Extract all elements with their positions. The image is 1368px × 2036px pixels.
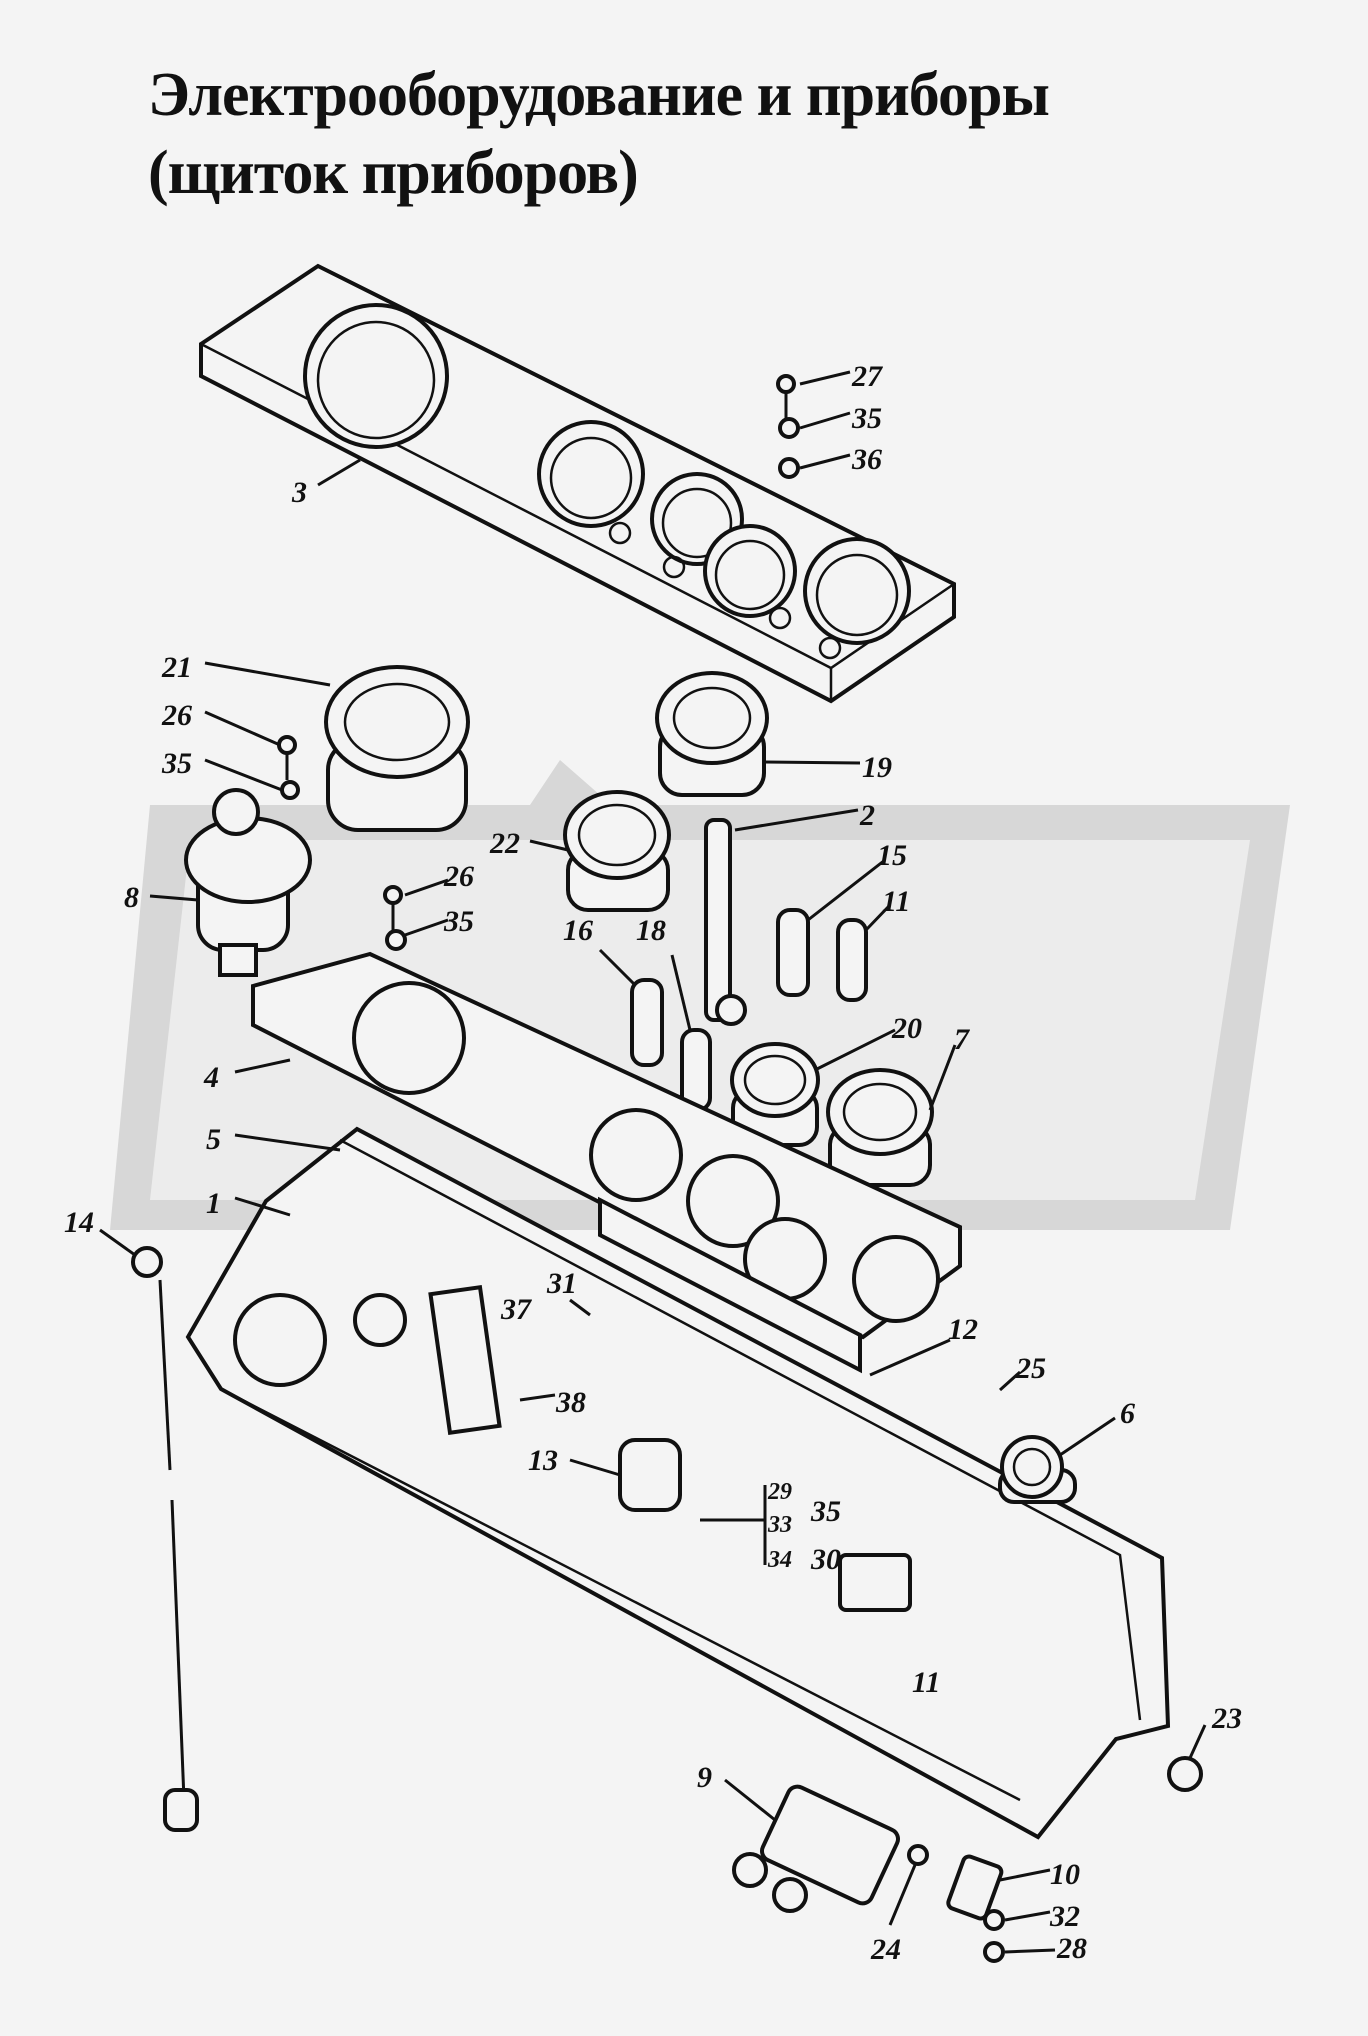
callout-2: 2: [859, 799, 875, 832]
part-1-instrument-housing: [185, 1108, 1171, 1840]
callout-16: 16: [563, 914, 593, 947]
callout-1: 1: [206, 1187, 221, 1220]
part-14-cable-rod: [131, 1246, 199, 1832]
part-3-instrument-cover-panel: [199, 263, 956, 704]
callout-35: 35: [851, 402, 882, 435]
indicator-lamps: [630, 908, 868, 1112]
callout-23: 23: [1211, 1702, 1242, 1735]
page-title-line2: (щиток приборов): [148, 139, 639, 207]
callout-7: 7: [954, 1023, 970, 1056]
screw-27-washer-35-nut-36: [776, 374, 800, 479]
callout-25: 25: [1015, 1352, 1046, 1385]
part-10-bracket-32-28: [907, 1844, 1005, 1963]
callout-12: 12: [948, 1313, 978, 1346]
callout-29: 29: [767, 1479, 792, 1505]
gauge-22: [563, 790, 671, 912]
callout-33: 33: [767, 1512, 792, 1538]
callout-38: 38: [555, 1386, 586, 1419]
gauge-7: [826, 1068, 934, 1187]
callout-8: 8: [124, 881, 139, 914]
callout-27: 27: [851, 360, 883, 393]
callout-36: 36: [851, 443, 882, 476]
callout-37: 37: [500, 1293, 532, 1326]
callout-24: 24: [870, 1933, 901, 1966]
callout-26: 26: [443, 860, 474, 893]
leader-lines: [99, 370, 1207, 1954]
callout-13: 13: [528, 1444, 558, 1477]
callout-5: 5: [206, 1123, 221, 1156]
callout-28: 28: [1056, 1932, 1087, 1965]
callout-32: 32: [1049, 1900, 1080, 1933]
callout-6: 6: [1120, 1397, 1135, 1430]
callout-labels: 27 35 36 3 21 26 35 19 2 22 15 8 26 35 1…: [64, 360, 1242, 1966]
callout-31: 31: [546, 1267, 577, 1300]
callout-26: 26: [161, 699, 192, 732]
callout-30: 30: [810, 1543, 841, 1576]
callout-35: 35: [810, 1495, 841, 1528]
callout-35: 35: [443, 905, 474, 938]
callout-21: 21: [161, 651, 192, 684]
callout-11: 11: [912, 1666, 940, 1699]
callout-15: 15: [877, 839, 907, 872]
page-title-line1: Электрооборудование и приборы: [148, 61, 1050, 129]
sensor-2: [704, 818, 747, 1026]
callout-11: 11: [882, 885, 910, 918]
part-9-connector: [732, 1784, 900, 1913]
callout-35: 35: [161, 747, 192, 780]
switch-8: [184, 788, 312, 977]
callout-4: 4: [203, 1061, 219, 1094]
callout-22: 22: [489, 827, 520, 860]
gauge-19: [655, 671, 769, 797]
callout-20: 20: [891, 1012, 922, 1045]
callout-18: 18: [636, 914, 666, 947]
callout-19: 19: [862, 751, 892, 784]
callout-3: 3: [291, 476, 307, 509]
callout-10: 10: [1050, 1858, 1080, 1891]
callout-14: 14: [64, 1206, 94, 1239]
part-23-plug: [1167, 1756, 1203, 1792]
callout-9: 9: [697, 1761, 712, 1794]
callout-34: 34: [767, 1547, 792, 1573]
gauge-21: [324, 665, 470, 832]
